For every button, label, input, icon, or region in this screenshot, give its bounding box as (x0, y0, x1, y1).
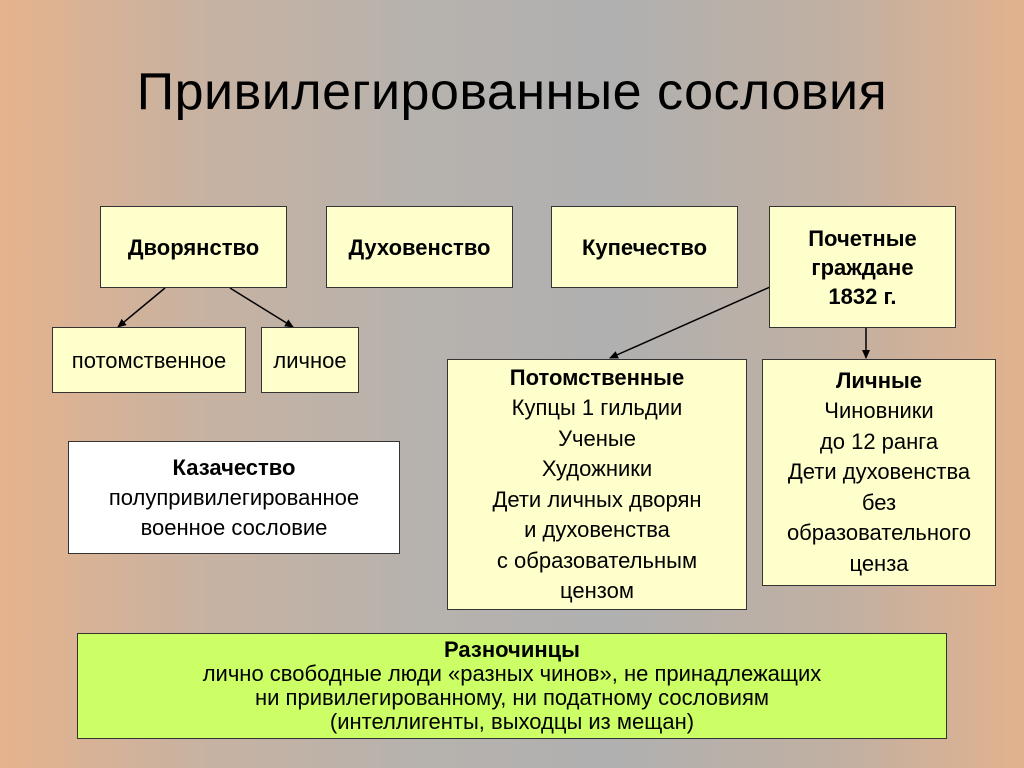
raznochintsy-line: ни привилегированному, ни податному сосл… (255, 685, 769, 710)
personal-citizens-line: без (861, 489, 897, 515)
arrow-nobility-hereditary (117, 287, 166, 328)
raznochintsy-line: лично свободные люди «разных чинов», не … (202, 661, 822, 686)
hereditary-nobility-label: потомственное (71, 347, 227, 373)
raznochintsy-box: Разночинцы лично свободные люди «разных … (77, 633, 947, 739)
hereditary-citizens-header: Потомственные (509, 364, 685, 390)
honorary-citizens-box: Почетные граждане 1832 г. (769, 206, 956, 328)
nobility-box: Дворянство (100, 206, 287, 288)
personal-nobility-box: личное (261, 327, 359, 393)
personal-citizens-line: Дети духовенства (787, 459, 971, 485)
hereditary-nobility-box: потомственное (52, 327, 246, 393)
personal-citizens-line: образовательного (786, 520, 972, 546)
merchants-box: Купечество (551, 206, 738, 288)
clergy-label: Духовенство (348, 234, 491, 260)
hereditary-citizens-line: с образовательным (496, 547, 698, 573)
hereditary-citizens-line: Ученые (558, 425, 636, 451)
cossacks-line: военное сословие (140, 514, 328, 540)
personal-citizens-line: Чиновники (824, 398, 934, 424)
hereditary-citizens-line: Дети личных дворян (492, 486, 702, 512)
raznochintsy-line: (интеллигенты, выходцы из мещан) (329, 709, 695, 734)
personal-citizens-box: Личные Чиновники до 12 ранга Дети духове… (762, 359, 996, 586)
honorary-line: 1832 г. (828, 283, 897, 309)
cossacks-line: полупривилегированное (108, 484, 360, 510)
clergy-box: Духовенство (326, 206, 513, 288)
cossacks-header: Казачество (172, 454, 296, 480)
personal-citizens-line: до 12 ранга (819, 428, 939, 454)
nobility-label: Дворянство (127, 234, 260, 260)
page-title: Привилегированные сословия (136, 63, 888, 121)
arrow-honorary-hereditary (609, 286, 771, 359)
honorary-line: граждане (811, 254, 914, 280)
merchants-label: Купечество (581, 234, 708, 260)
honorary-line: Почетные (808, 225, 917, 251)
hereditary-citizens-line: Купцы 1 гильдии (511, 395, 683, 420)
raznochintsy-header: Разночинцы (444, 637, 580, 662)
hereditary-citizens-line: Художники (541, 456, 653, 481)
hereditary-citizens-line: цензом (560, 578, 634, 603)
hereditary-citizens-box: Потомственные Купцы 1 гильдии Ученые Худ… (447, 359, 747, 610)
personal-citizens-line: ценза (849, 550, 909, 576)
arrow-nobility-personal (229, 287, 294, 328)
personal-nobility-label: личное (273, 347, 347, 373)
personal-citizens-header: Личные (835, 367, 923, 393)
cossacks-box: Казачество полупривилегированное военное… (68, 441, 400, 554)
hereditary-citizens-line: и духовенства (524, 517, 670, 542)
